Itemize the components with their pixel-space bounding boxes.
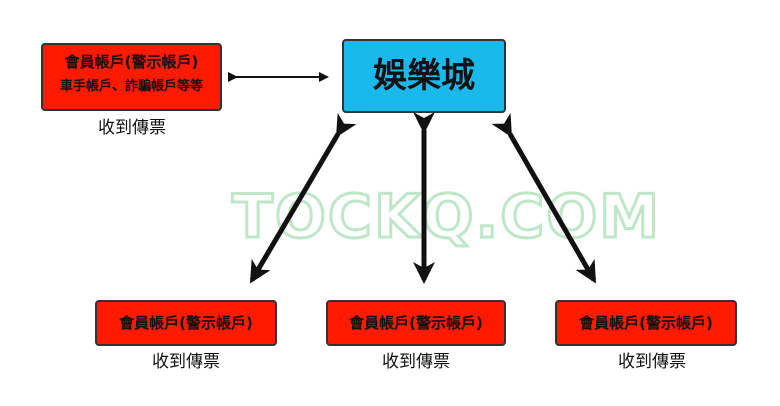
account-box-top: 會員帳戶(警示帳戶) 車手帳戶、詐騙帳戶等等 [41, 43, 222, 111]
account-box-bottom-left: 會員帳戶(警示帳戶) [95, 300, 277, 346]
account-box-bottom-middle: 會員帳戶(警示帳戶) [326, 300, 506, 346]
subpoena-caption-bottom-right: 收到傳票 [618, 352, 686, 372]
account-label: 會員帳戶(警示帳戶) [579, 314, 713, 332]
arrow-center-right-account [491, 112, 597, 284]
subpoena-caption-bottom-middle: 收到傳票 [382, 352, 450, 372]
subpoena-caption-top: 收到傳票 [98, 118, 166, 138]
account-sublabel: 車手帳戶、詐騙帳戶等等 [59, 79, 203, 94]
account-label: 會員帳戶(警示帳戶) [64, 53, 199, 71]
arrow-center-left-account [249, 112, 357, 284]
subpoena-caption-bottom-left: 收到傳票 [152, 352, 220, 372]
account-label: 會員帳戶(警示帳戶) [349, 314, 483, 332]
account-box-bottom-right: 會員帳戶(警示帳戶) [555, 300, 737, 346]
account-label: 會員帳戶(警示帳戶) [119, 314, 253, 332]
casino-node: 娛樂城 [342, 39, 506, 113]
